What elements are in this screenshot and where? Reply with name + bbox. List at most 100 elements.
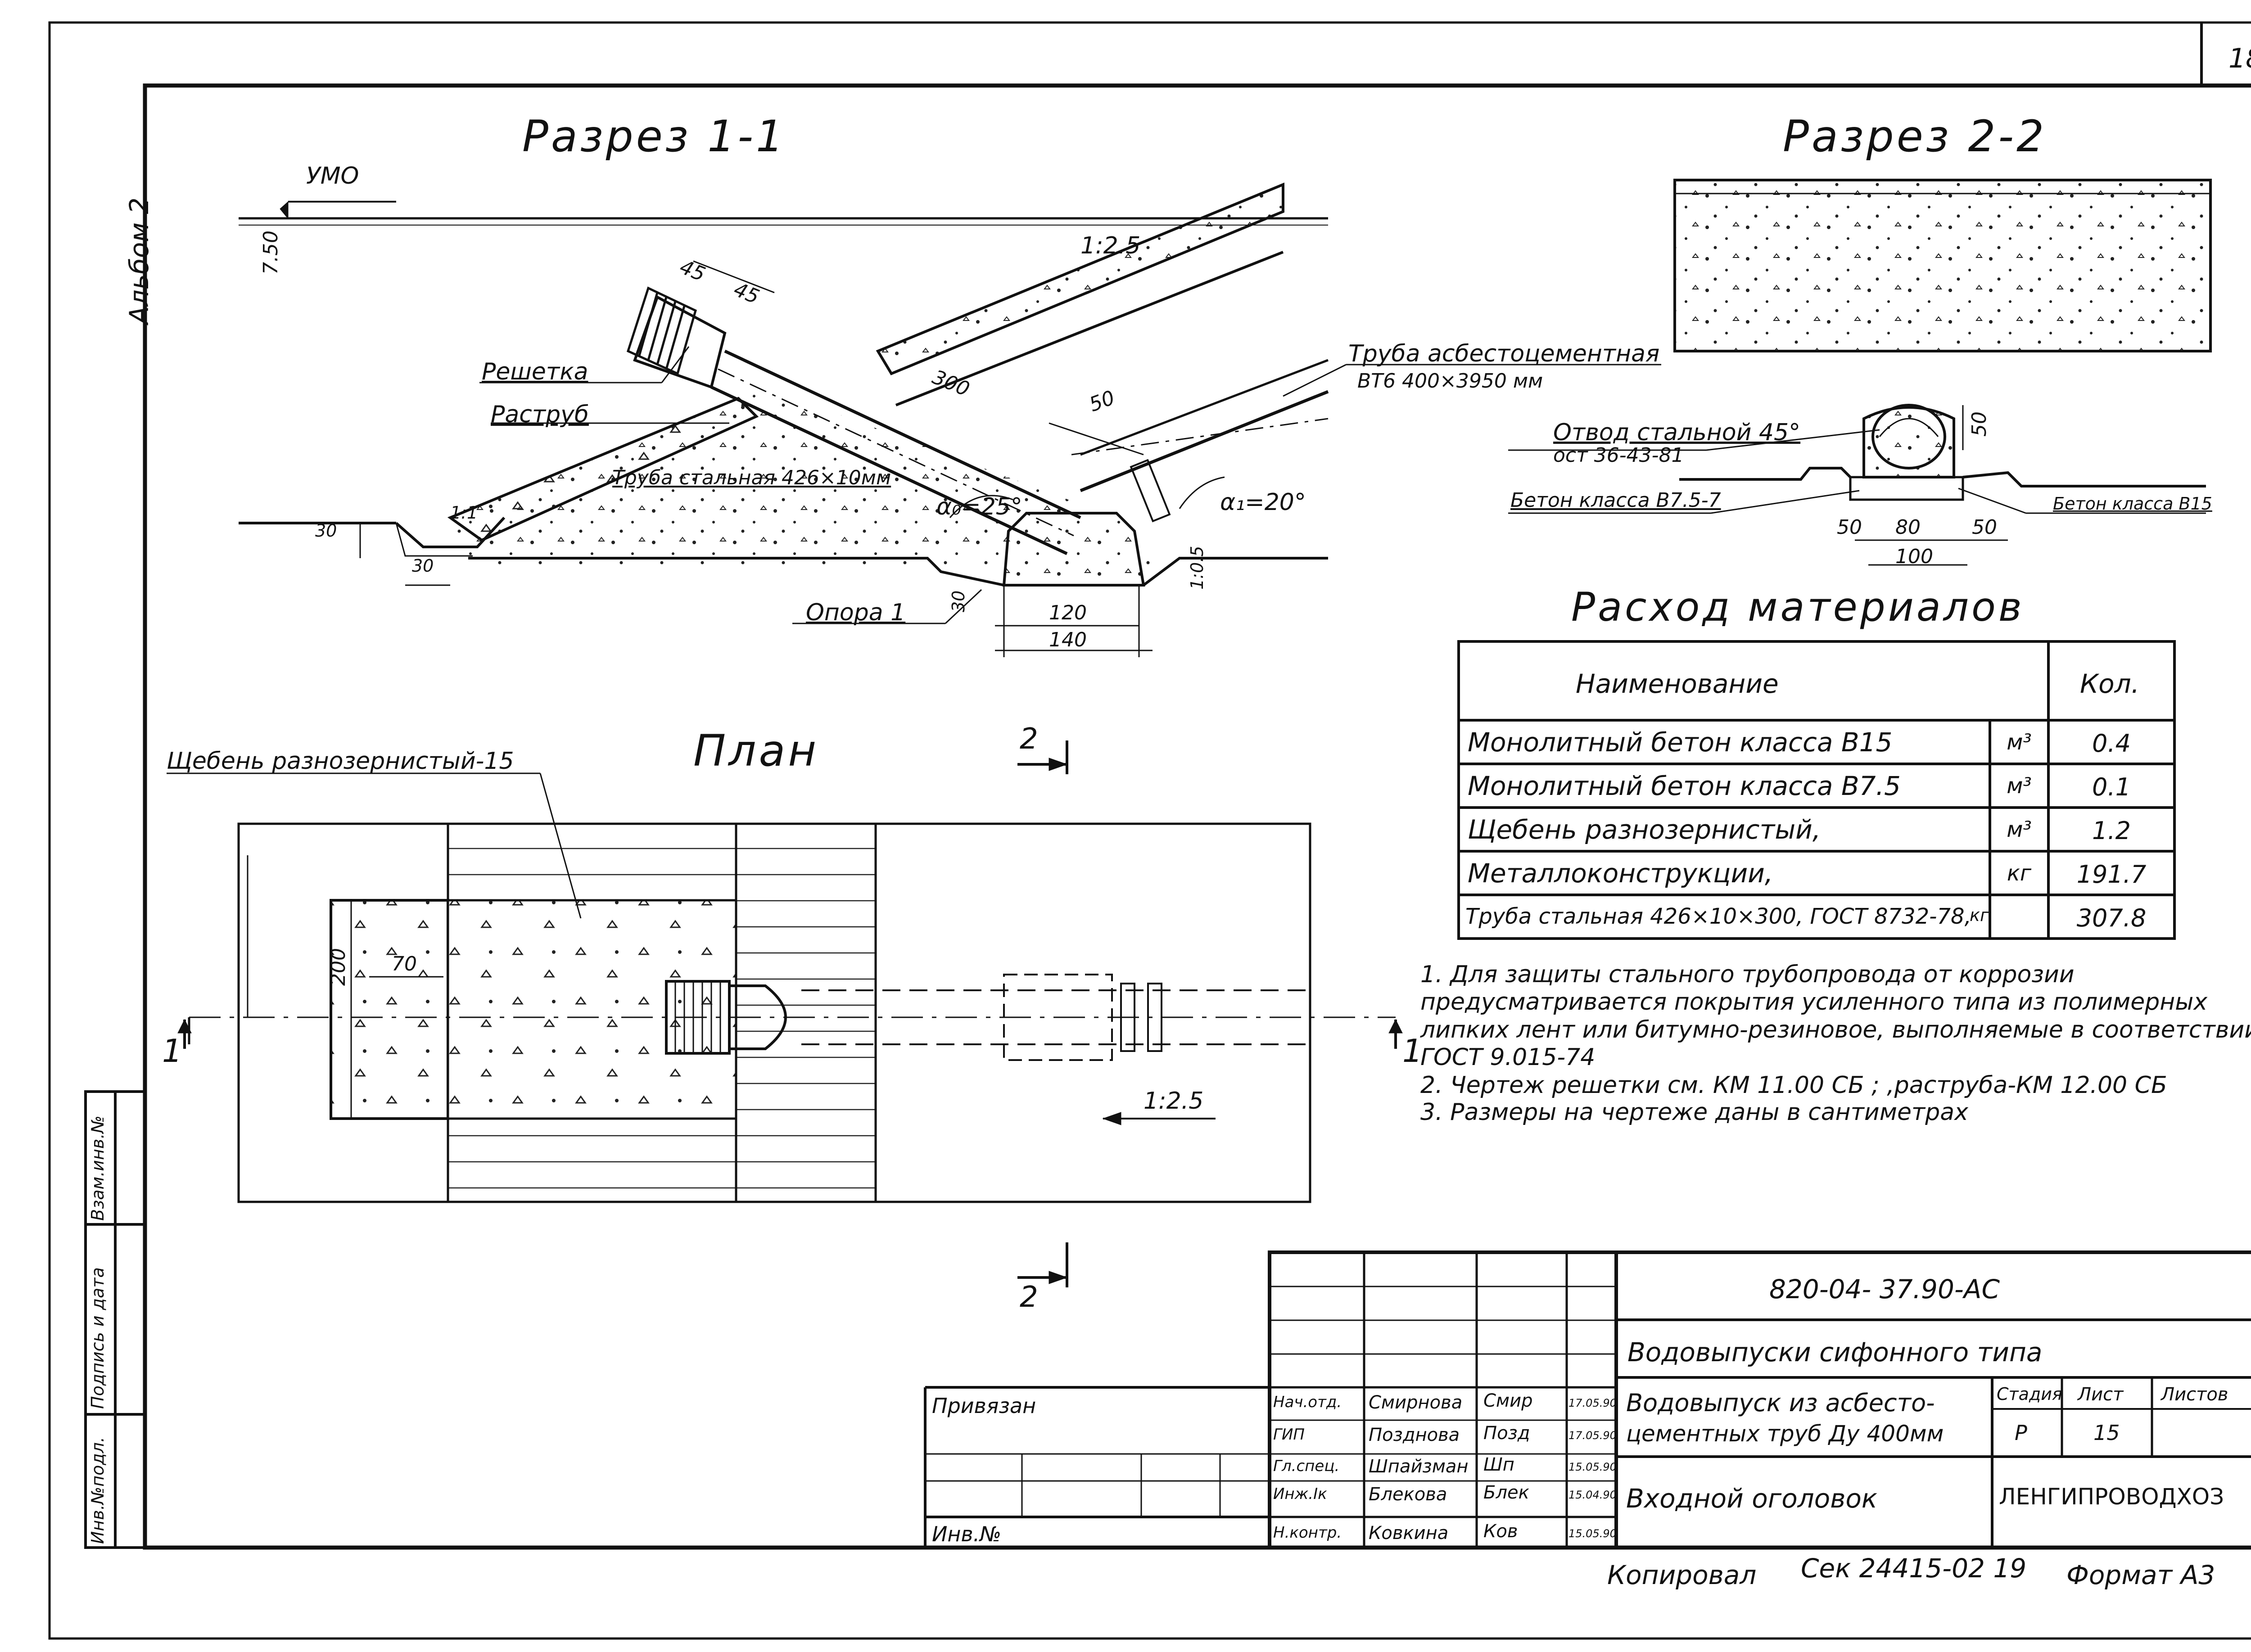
tb-col-stage: Стадия [1997, 1384, 2062, 1404]
tb-stage: Р [2015, 1421, 2027, 1445]
dim-200: 200 [327, 948, 350, 986]
umo-label: УМО [306, 162, 359, 190]
materials-header-name: Наименование [1576, 668, 1779, 699]
signer-0-role: Нач.отд. [1273, 1393, 1342, 1411]
outer-frame [48, 21, 2251, 1640]
material-row-0-qty: 0.4 [2092, 729, 2131, 758]
title-block-grid [924, 1250, 2251, 1549]
signer-1-role: ГИП [1273, 1426, 1305, 1444]
signer-2-date: 15.05.90 [1568, 1461, 1617, 1473]
dim-120: 120 [1049, 601, 1087, 624]
mark-2-top: 2 [1020, 722, 1038, 756]
side-stamp-inv-podl: Инв.№подл. [88, 1436, 108, 1544]
dim-2-100: 100 [1895, 545, 1933, 568]
tb-code: 820-04- 37.90-АС [1769, 1274, 2000, 1304]
signer-1-date: 17.05.90 [1568, 1429, 1617, 1442]
inner-frame [143, 83, 2251, 1550]
tb-col-sheet: Лист [2078, 1384, 2124, 1405]
material-row-2-qty: 1.2 [2092, 817, 2131, 845]
dim-2-50v: 50 [1968, 411, 1991, 437]
section-1-1-title: Разрез 1-1 [522, 111, 786, 162]
plan-slope: 1:2.5 [1144, 1088, 1204, 1115]
label-socket: Раструб [491, 401, 589, 428]
note-3: 3. Размеры на чертеже даны в сантиметрах [1420, 1099, 1968, 1126]
slope-105: 1:0.5 [1187, 546, 1207, 590]
signer-4-role: Н.контр. [1273, 1524, 1342, 1542]
dim-30a: 30 [315, 521, 337, 541]
signer-3-date: 15.04.90 [1568, 1489, 1617, 1501]
section-2-2-title: Разрез 2-2 [1783, 111, 2047, 162]
material-row-0-unit: м³ [2007, 730, 2032, 755]
dim-30b: 30 [412, 556, 434, 576]
slope-1-1: 1:1 [450, 503, 478, 523]
side-stamp-podpis: Подпись и дата [88, 1267, 108, 1409]
material-row-2-name: Щебень разнозернистый, [1468, 814, 1821, 845]
label-bend-2: ост 36-43-81 [1553, 444, 1684, 467]
dim-70: 70 [392, 952, 417, 975]
label-concrete-b75: Бетон класса В7.5-7 [1510, 489, 1721, 512]
angle-a1: α₁=20° [1220, 489, 1306, 516]
dim-2-50b: 50 [1972, 516, 1997, 539]
section-1-1-drawing [239, 182, 1661, 657]
label-grate: Решетка [482, 358, 588, 385]
signer-4-sign: Ков [1483, 1521, 1518, 1542]
material-row-3-name: Металлоконструкции, [1468, 858, 1773, 889]
slope-1-25: 1:2.5 [1080, 232, 1141, 259]
materials-title: Расход материалов [1571, 584, 2025, 630]
footer-format: Формат А3 [2066, 1560, 2215, 1590]
tb-sheet: 15 [2093, 1421, 2120, 1445]
material-row-3-unit: кг [2007, 861, 2032, 886]
plan-title: План [693, 726, 819, 776]
mark-1-left: 1 [162, 1033, 182, 1070]
tb-org: ЛЕНГИПРОВОДХОЗ [1999, 1484, 2224, 1510]
signer-3-name: Блекова [1369, 1484, 1447, 1505]
tb-sheet-title: Входной оголовок [1626, 1483, 1877, 1514]
label-asb-pipe-2: ВТ6 400×3950 мм [1357, 370, 1543, 393]
tb-series: Водовыпуски сифонного типа [1627, 1337, 2043, 1368]
signer-2-sign: Шп [1483, 1454, 1514, 1475]
material-row-4-unit: кг [1970, 905, 1989, 925]
angle-a0: α₀=25° [936, 493, 1022, 520]
label-steel-pipe: Труба стальная 426×10мм [612, 466, 891, 489]
material-row-4-name: Труба стальная 426×10×300, ГОСТ 8732-78, [1465, 904, 1971, 929]
material-row-2-unit: м³ [2007, 817, 2032, 842]
label-gravel: Щебень разнозернистый-15 [167, 748, 514, 775]
tb-object-2: цементных труб Ду 400мм [1626, 1421, 1944, 1447]
signer-0-sign: Смир [1483, 1390, 1533, 1411]
signer-1-sign: Позд [1483, 1423, 1530, 1444]
signer-0-date: 17.05.90 [1568, 1397, 1617, 1409]
label-concrete-b15: Бетон класса В15 [2053, 494, 2212, 514]
signer-3-sign: Блек [1483, 1482, 1529, 1503]
tb-privyazan: Привязан [932, 1394, 1036, 1418]
label-asb-pipe-1: Труба асбестоцементная [1348, 340, 1660, 367]
dim-750: 7.50 [259, 230, 282, 275]
side-stamp-vzam: Взам.инв.№ [88, 1115, 108, 1221]
dim-140: 140 [1049, 628, 1087, 651]
signer-2-name: Шпайзман [1369, 1456, 1469, 1477]
label-support: Опора 1 [806, 599, 906, 626]
signer-2-role: Гл.спец. [1273, 1457, 1340, 1475]
section-2-2-drawing [1508, 179, 2212, 566]
signer-3-role: Инж.Iк [1273, 1485, 1327, 1503]
material-row-0-name: Монолитный бетон класса В15 [1468, 727, 1893, 758]
tb-object-1: Водовыпуск из асбесто- [1626, 1389, 1935, 1417]
dim-2-50a: 50 [1837, 516, 1862, 539]
signer-4-name: Ковкина [1369, 1523, 1449, 1544]
materials-header-qty: Кол. [2080, 668, 2140, 699]
material-row-3-qty: 191.7 [2076, 860, 2147, 889]
dim-2-80: 80 [1895, 516, 1921, 539]
material-row-1-qty: 0.1 [2092, 773, 2131, 801]
material-row-1-unit: м³ [2007, 773, 2032, 799]
material-row-4-qty: 307.8 [2076, 904, 2147, 932]
label-bend-1: Отвод стальной 45° [1553, 419, 1801, 446]
page-number: 18 [2228, 43, 2251, 74]
note-2: 2. Чертеж решетки см. КМ 11.00 СБ ; ,рас… [1420, 1072, 2167, 1099]
signer-0-name: Смирнова [1369, 1392, 1463, 1413]
album-label: Альбом 2 [124, 197, 154, 324]
tb-inv-no: Инв.№ [932, 1522, 1002, 1546]
signer-4-date: 15.05.90 [1568, 1527, 1617, 1540]
mark-1-right: 1 [1402, 1033, 1423, 1070]
plan-drawing [167, 740, 1403, 1287]
signer-1-name: Позднова [1369, 1425, 1460, 1445]
